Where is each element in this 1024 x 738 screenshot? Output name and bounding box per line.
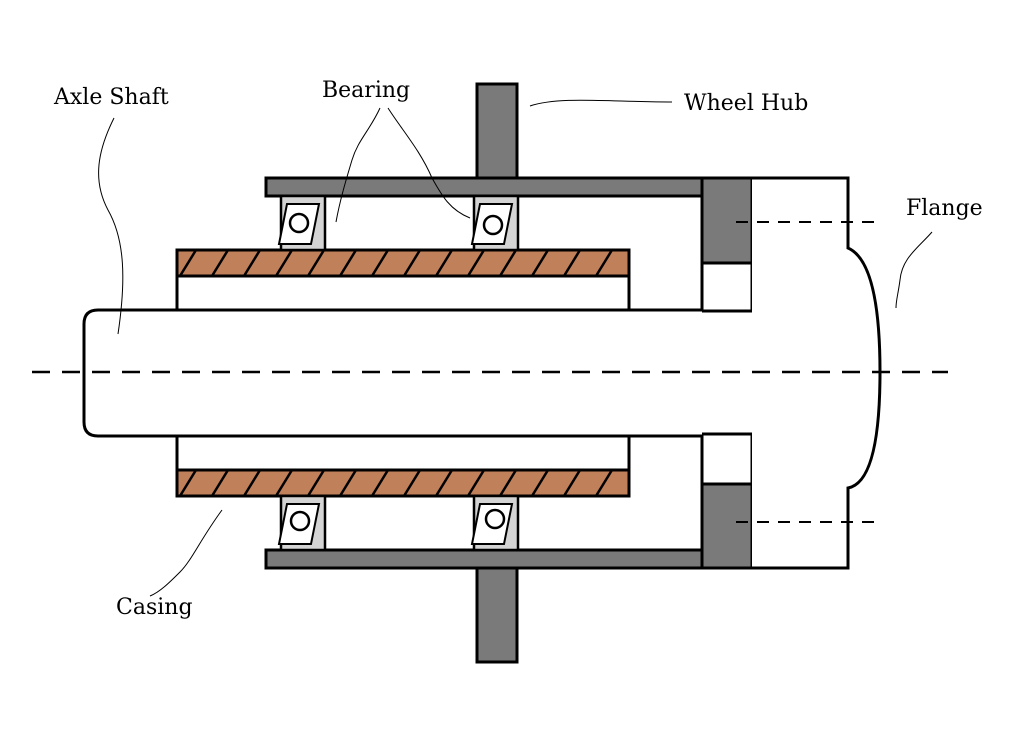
casing-upper (177, 250, 629, 276)
label-axle-shaft: Axle Shaft (53, 85, 169, 110)
wheel-hub-upper-arm (264, 176, 754, 198)
leader-wheel-hub (529, 99, 673, 107)
leader-casing (149, 509, 223, 597)
bearing-lower-right (470, 494, 520, 552)
leader-flange (895, 231, 933, 309)
casing-lower-hatching (178, 470, 614, 496)
label-wheel-hub: Wheel Hub (684, 91, 808, 116)
wheel-hub-lower-block (700, 482, 754, 570)
wheel-hub-lower-spoke (475, 564, 519, 664)
wheel-hub-lower-spacer (700, 432, 754, 486)
leader-bearing-right (387, 107, 471, 219)
casing-inner-upper (175, 274, 631, 312)
casing-upper-hatching (178, 250, 614, 276)
wheel-hub-upper-spacer (700, 261, 754, 313)
casing-lower (177, 470, 629, 496)
casing-inner-lower (175, 434, 631, 472)
label-flange: Flange (906, 196, 983, 221)
label-casing: Casing (116, 595, 193, 620)
leader-bearing-left (335, 107, 381, 223)
leader-axle-shaft (98, 117, 124, 335)
bearing-upper-left (277, 194, 327, 252)
label-bearing: Bearing (322, 78, 410, 103)
wheel-hub-lower-arm (264, 548, 754, 570)
bearing-lower-left (277, 494, 327, 552)
bearing-upper-right (470, 194, 520, 252)
wheel-hub-upper-block (700, 176, 754, 265)
wheel-hub-upper-spoke (475, 82, 519, 182)
